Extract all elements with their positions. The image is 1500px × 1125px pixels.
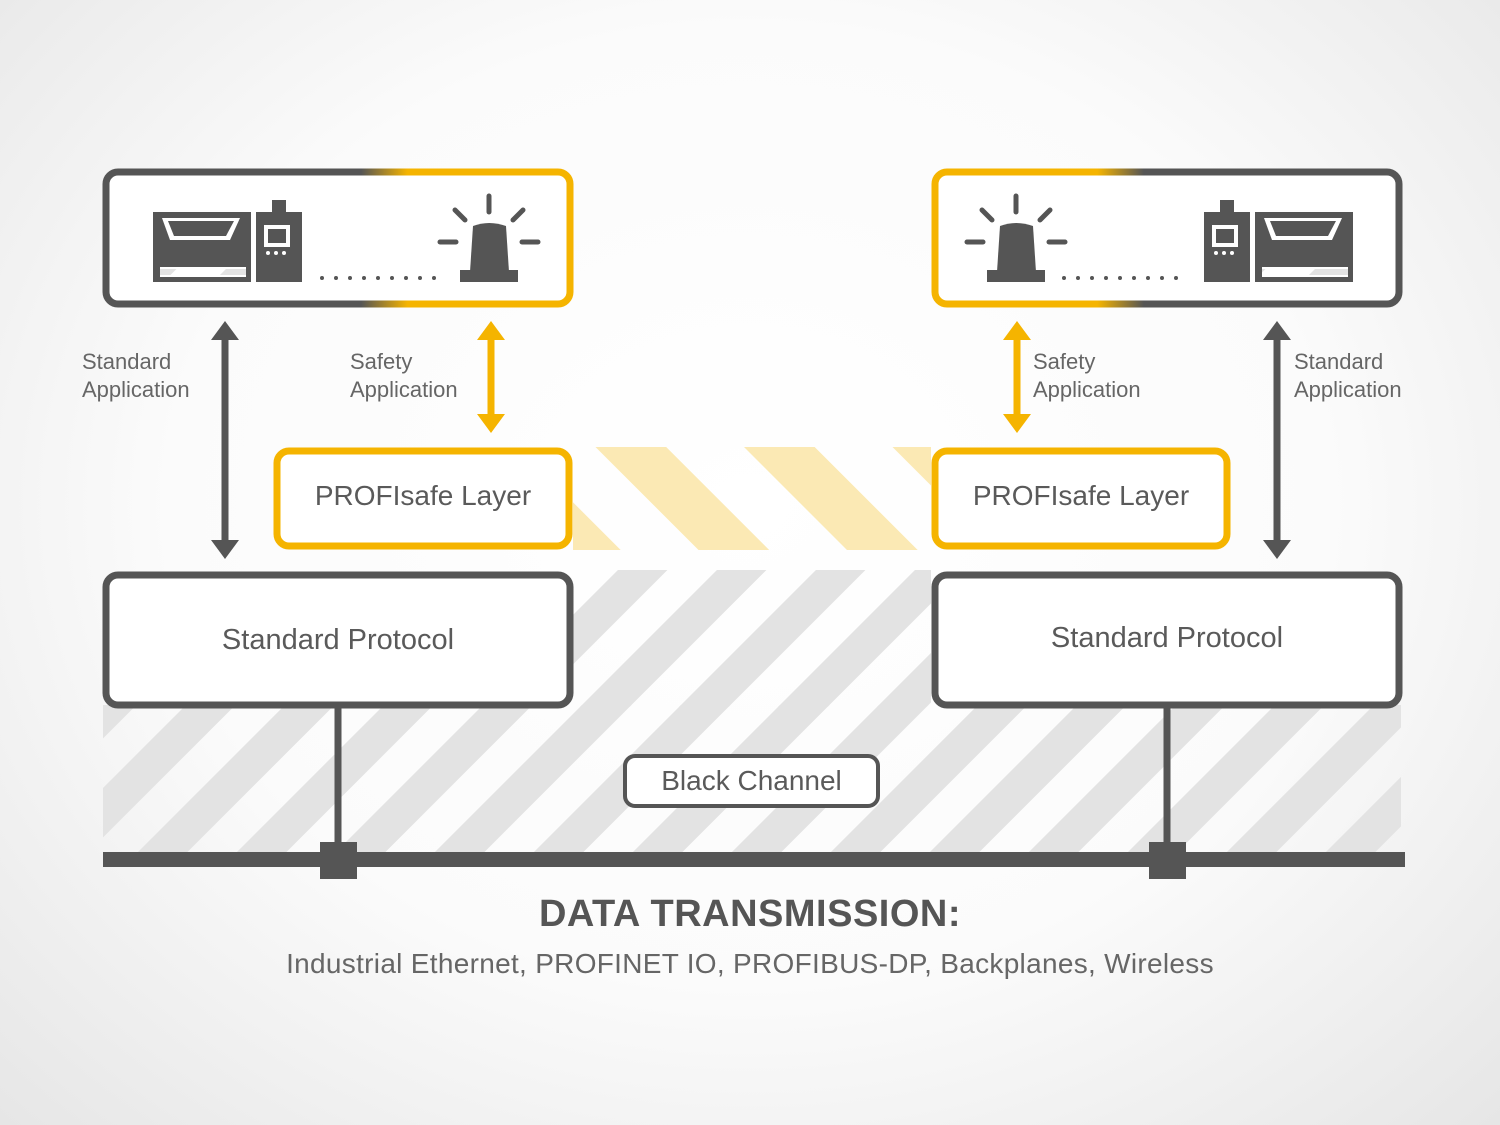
dotted-link-right	[1062, 276, 1178, 280]
controller-module-icon	[1204, 200, 1250, 282]
controller-module-icon	[256, 200, 302, 282]
left-standard-application-label: Standard Application	[82, 349, 190, 402]
beacon-light-icon	[437, 193, 541, 282]
data-transmission-bus	[103, 852, 1405, 867]
right-standard-application-arrow	[1263, 321, 1291, 559]
right-standard-application-label: Standard Application	[1294, 349, 1402, 402]
beacon-light-icon	[964, 193, 1068, 282]
left-bus-node	[320, 842, 357, 879]
plc-icon	[1255, 212, 1353, 282]
black-channel-hatch	[103, 570, 1401, 855]
black-channel-label: Black Channel	[661, 765, 842, 796]
footer-title: DATA TRANSMISSION:	[538, 893, 962, 935]
left-safety-application-label: Safety Application	[350, 349, 458, 402]
right-safety-application-label: Safety Application	[1033, 349, 1141, 402]
right-safety-application-arrow	[1003, 321, 1031, 433]
right-profisafe-layer-box	[931, 447, 1231, 550]
right-bus-node	[1149, 842, 1186, 879]
left-profisafe-layer-box	[273, 447, 573, 550]
left-profisafe-layer-label: PROFIsafe Layer	[314, 480, 532, 511]
dotted-link-left	[320, 276, 436, 280]
right-standard-protocol-label: Standard Protocol	[1050, 622, 1284, 654]
left-standard-application-arrow	[211, 321, 239, 559]
black-channel-box	[623, 754, 880, 808]
safety-channel-hatch	[573, 447, 931, 550]
right-profisafe-layer-label: PROFIsafe Layer	[972, 480, 1190, 511]
right-standard-protocol-box	[931, 571, 1403, 709]
left-standard-protocol-box	[102, 571, 574, 709]
left-standard-protocol-label: Standard Protocol	[221, 624, 455, 656]
footer-subtitle: Industrial Ethernet, PROFINET IO, PROFIB…	[286, 948, 1214, 979]
plc-icon	[110, 212, 251, 282]
left-safety-application-arrow	[477, 321, 505, 433]
